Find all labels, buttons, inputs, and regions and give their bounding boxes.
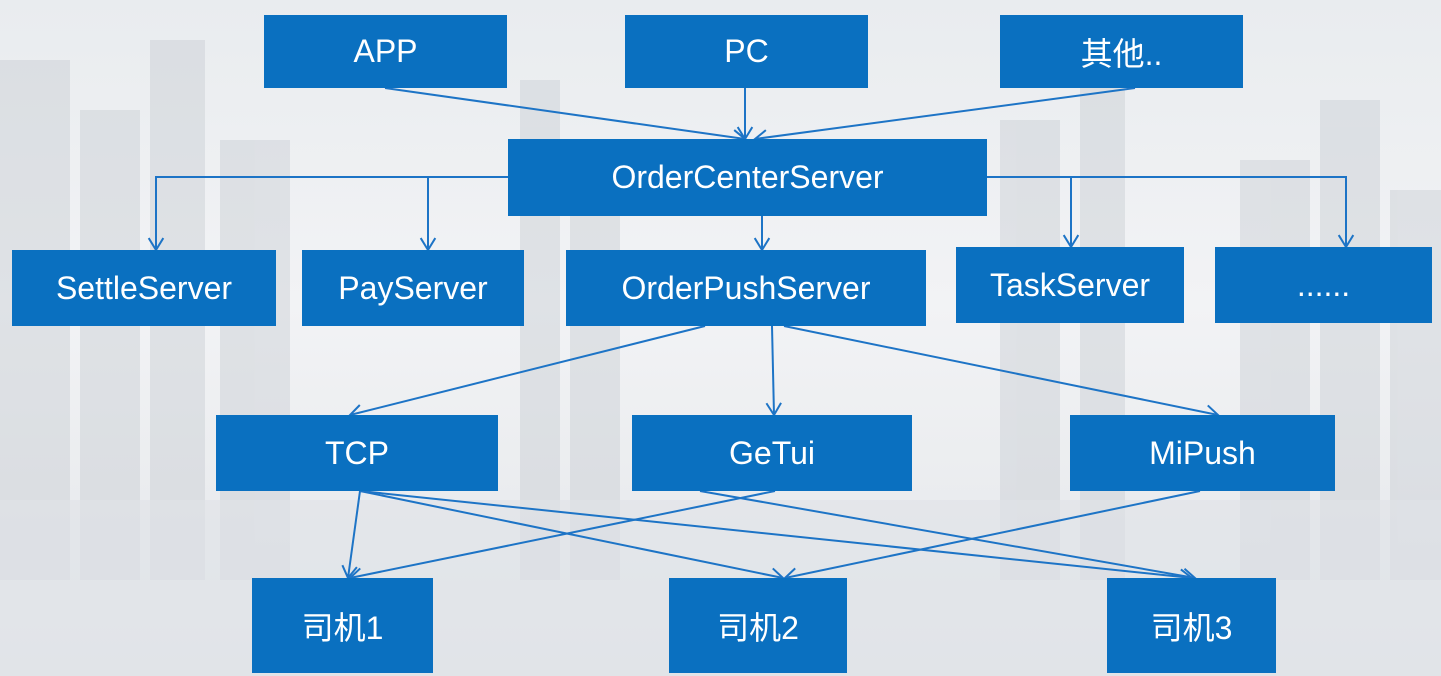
edge-getui-to-driver1 xyxy=(348,490,776,584)
edge-tcp-to-driver1 xyxy=(341,490,361,580)
node-driver-2: 司机2 xyxy=(669,578,847,673)
node-mipush: MiPush xyxy=(1070,415,1335,491)
node-task-server: TaskServer xyxy=(956,247,1184,323)
node-pay-server: PayServer xyxy=(302,250,524,326)
node-tcp: TCP xyxy=(216,415,498,491)
edge-app-to-order_center xyxy=(384,87,747,146)
node-more: ...... xyxy=(1215,247,1432,323)
edge-mipush-to-driver2 xyxy=(783,490,1201,584)
edge-order_push-to-getui xyxy=(765,325,782,417)
edge-order_push-to-tcp xyxy=(348,325,706,421)
node-app: APP xyxy=(264,15,507,88)
edge-other-to-order_center xyxy=(753,87,1136,146)
node-settle-server: SettleServer xyxy=(12,250,276,326)
edge-order_center-to-more xyxy=(987,176,1355,249)
node-order-push-server: OrderPushServer xyxy=(566,250,926,326)
edge-pc-to-order_center xyxy=(736,88,754,141)
edge-order_center-to-pay xyxy=(419,176,508,252)
edge-order_center-to-settle xyxy=(147,176,508,252)
edge-tcp-to-driver2 xyxy=(359,490,785,584)
node-getui: GeTui xyxy=(632,415,912,491)
node-other: 其他.. xyxy=(1000,15,1243,88)
node-driver-1: 司机1 xyxy=(252,578,433,673)
node-driver-3: 司机3 xyxy=(1107,578,1276,673)
edge-order_push-to-mipush xyxy=(783,325,1220,421)
node-pc: PC xyxy=(625,15,868,88)
edge-order_center-to-task xyxy=(987,176,1080,249)
node-order-center-server: OrderCenterServer xyxy=(508,139,987,216)
edge-order_center-to-order_push xyxy=(753,216,771,252)
